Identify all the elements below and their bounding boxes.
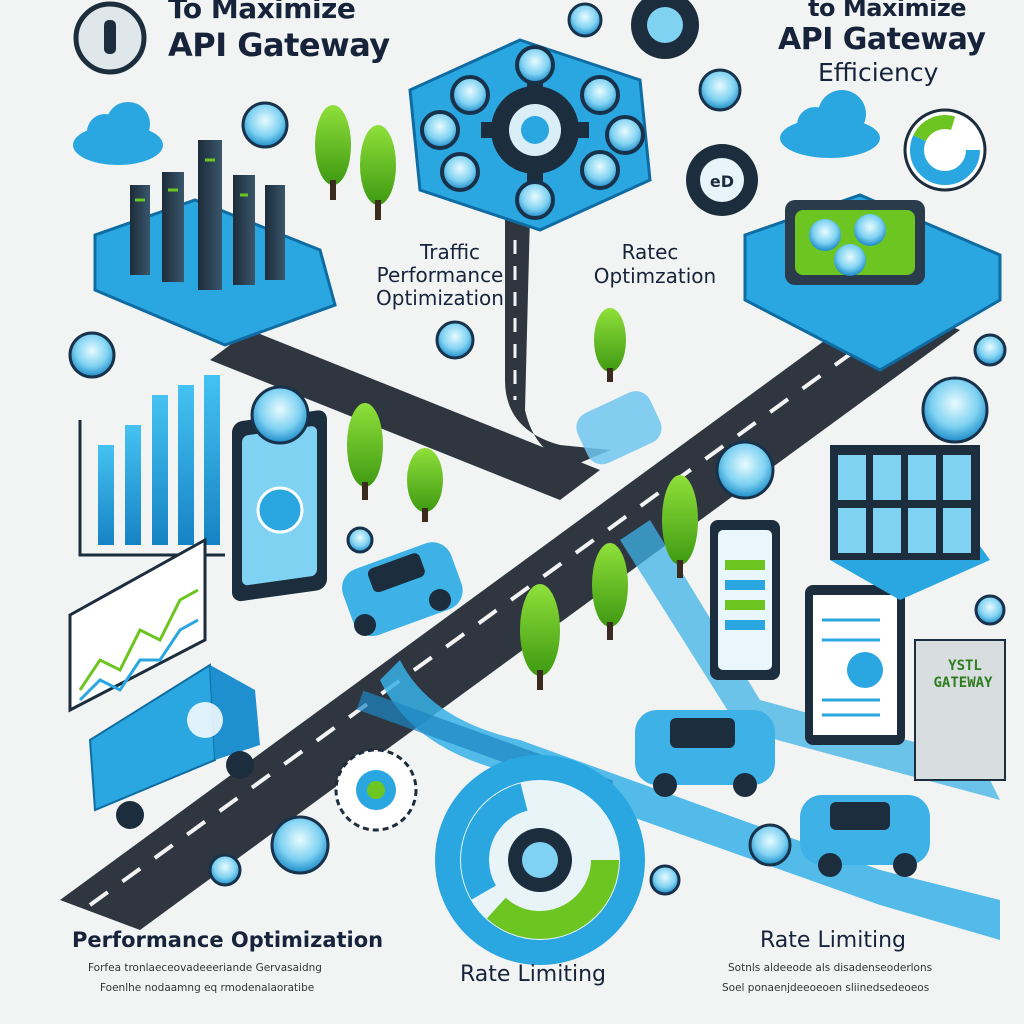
ratec-label-line2: Optimzation	[593, 264, 717, 288]
sign-line2: GATEWAY	[933, 675, 993, 691]
gear-icon	[631, 0, 699, 59]
header-left-top: To Maximize	[168, 0, 356, 25]
footer-left-desc-2: Foenlhe nodaamng eq rmodenalaoratibe	[100, 982, 315, 994]
truck-icon	[88, 663, 260, 829]
cloud-icon	[780, 90, 880, 158]
traffic-label-line2: Performance	[376, 263, 504, 287]
footer-right-desc-2: Soel ponaenjdeeoeoen sliinedsedeoeos	[722, 982, 930, 994]
server-platform	[93, 140, 337, 347]
line-chart-icon	[68, 537, 207, 713]
car-icon	[635, 710, 775, 797]
lock-icon	[334, 748, 418, 832]
footer-left-heading: Performance Optimization	[72, 928, 384, 952]
traffic-label-line1: Traffic	[419, 240, 481, 264]
footer-right-desc-1: Sotnls aldeeode als disadenseoderlons	[728, 962, 933, 974]
donut-chart-icon	[903, 108, 987, 192]
gateway-hub	[408, 38, 652, 232]
cloud-icon	[73, 102, 163, 165]
traffic-label-line3: Optimization	[376, 286, 504, 310]
gear-icon: eD	[686, 144, 758, 216]
bar-chart-icon	[78, 375, 225, 557]
tree-icon	[315, 105, 698, 690]
network-node-icon	[68, 2, 1007, 896]
car-icon	[341, 542, 463, 637]
gateway-sign	[914, 639, 1006, 781]
gear-icon	[481, 76, 589, 184]
rate-limit-dial	[435, 755, 645, 965]
header-right-mid: API Gateway	[778, 22, 986, 57]
server-icon	[130, 140, 285, 290]
svg-text:eD: eD	[710, 172, 734, 191]
ratec-label-line1: Ratec	[621, 240, 679, 264]
car-icon	[576, 391, 662, 465]
server-icon	[830, 445, 990, 600]
tablet-icon	[232, 410, 327, 602]
footer-left-desc-1: Forfea tronlaeceovadeeeriande Gervasaidn…	[88, 962, 322, 974]
car-icon	[800, 795, 930, 877]
header-right-top: to Maximize	[808, 0, 967, 22]
tablet-icon	[710, 520, 780, 680]
header-right-bottom: Efficiency	[818, 58, 939, 87]
footer-right-heading: Rate Limiting	[760, 928, 906, 953]
network-node-icon	[420, 45, 645, 220]
badge-icon	[73, 1, 147, 75]
clipboard-icon	[805, 585, 905, 745]
sign-line1: YSTL	[948, 658, 982, 674]
header-left-bottom: API Gateway	[168, 26, 390, 64]
data-container-platform	[743, 193, 1002, 372]
footer-center-heading: Rate Limiting	[460, 962, 606, 987]
